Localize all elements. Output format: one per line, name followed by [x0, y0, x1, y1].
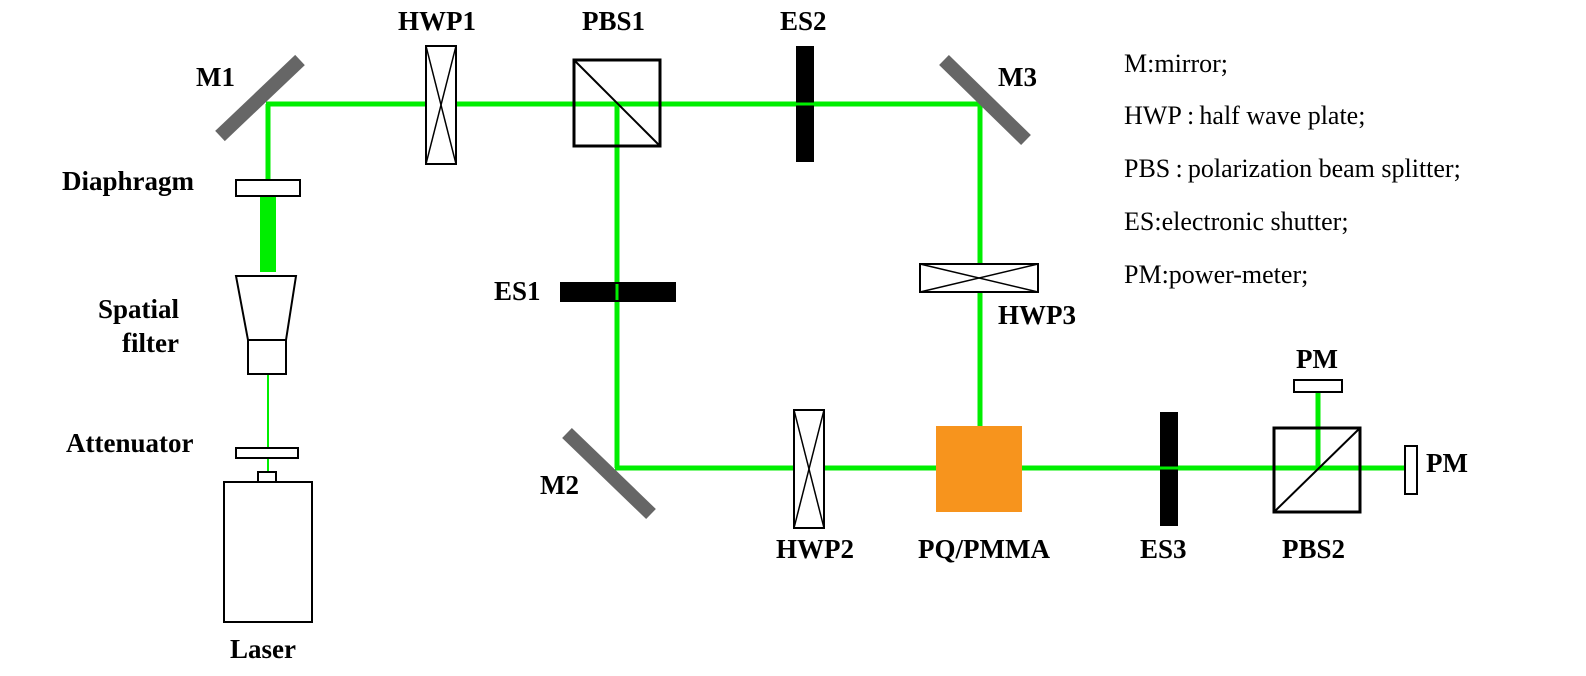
spatial-filter: [234, 275, 298, 375]
label-pbs2: PBS2: [1282, 534, 1345, 564]
sample-pq-pmma: [936, 426, 1022, 512]
label-es1: ES1: [494, 276, 541, 306]
hwp2: [793, 409, 825, 529]
legend: M:mirror; HWP : half wave plate; PBS : p…: [1124, 49, 1461, 289]
legend-es: ES:electronic shutter;: [1124, 207, 1349, 236]
label-laser: Laser: [230, 634, 296, 664]
mirror-m1: [215, 54, 305, 142]
hwp3: [919, 263, 1039, 293]
label-m2: M2: [540, 470, 579, 500]
legend-hwp: HWP : half wave plate;: [1124, 101, 1365, 130]
label-sample: PQ/PMMA: [918, 534, 1050, 564]
label-diaphragm: Diaphragm: [62, 166, 195, 196]
pbs1: [572, 58, 662, 148]
label-pm-right: PM: [1426, 448, 1468, 478]
label-es2: ES2: [780, 6, 827, 36]
power-meter-top: [1293, 379, 1343, 393]
label-hwp3: HWP3: [998, 300, 1076, 330]
pbs2: [1272, 426, 1362, 514]
label-m1: M1: [196, 62, 235, 92]
legend-pm: PM:power-meter;: [1124, 260, 1308, 289]
label-m3: M3: [998, 62, 1037, 92]
spatial-filter-cone: [234, 275, 298, 341]
label-spatial: Spatial: [98, 294, 180, 324]
label-hwp1: HWP1: [398, 6, 476, 36]
power-meter-right: [1404, 445, 1418, 495]
label-pm-top: PM: [1296, 344, 1338, 374]
attenuator: [235, 447, 299, 459]
mirror-m3: [939, 54, 1031, 146]
label-filter: filter: [122, 328, 179, 358]
label-hwp2: HWP2: [776, 534, 854, 564]
label-pbs1: PBS1: [582, 6, 645, 36]
shutters: [560, 46, 1178, 526]
laser: [223, 471, 313, 623]
legend-mirror: M:mirror;: [1124, 49, 1228, 78]
label-es3: ES3: [1140, 534, 1187, 564]
laser-body: [223, 481, 313, 623]
label-attenuator: Attenuator: [66, 428, 193, 458]
diaphragm: [235, 179, 301, 197]
spatial-filter-tube: [247, 339, 287, 375]
hwp1: [425, 45, 457, 165]
laser-aperture: [257, 471, 277, 483]
mirror-m2: [562, 427, 656, 520]
legend-pbs: PBS : polarization beam splitter;: [1124, 154, 1461, 183]
mirrors: [215, 54, 1031, 520]
